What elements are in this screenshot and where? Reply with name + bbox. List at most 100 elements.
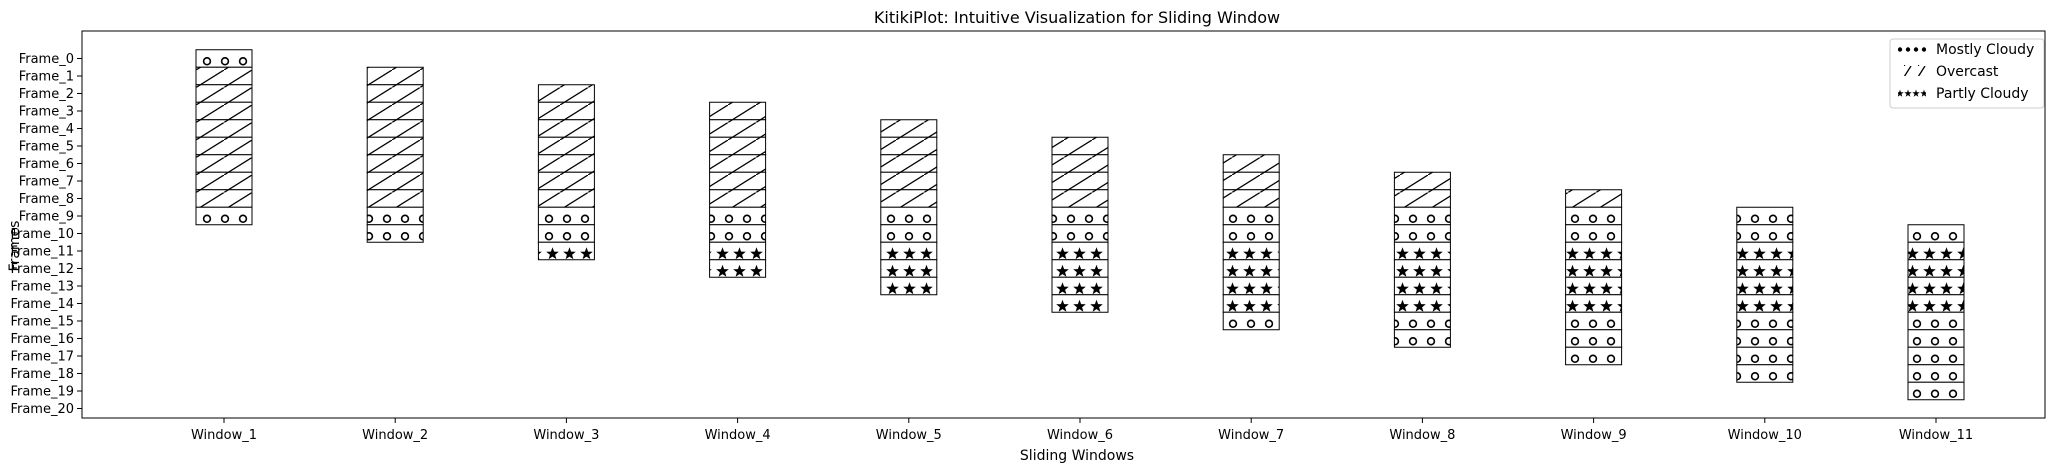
x-tick-label-window-6: Window_6	[1047, 428, 1113, 443]
x-axis-label: Sliding Windows	[1020, 448, 1134, 464]
cell-partly-cloudy	[1393, 294, 1451, 313]
y-tick-label-frame-8: Frame_8	[19, 192, 74, 207]
window-2	[366, 66, 424, 243]
cell-mostly-cloudy	[880, 206, 938, 226]
cell-partly-cloudy	[1222, 259, 1280, 278]
y-tick-label-frame-12: Frame_12	[10, 262, 74, 277]
cell-mostly-cloudy	[537, 224, 595, 243]
cell-partly-cloudy	[1907, 276, 1965, 296]
x-tick-label-window-2: Window_2	[362, 428, 428, 443]
cell-overcast	[1565, 189, 1623, 208]
cell-mostly-cloudy	[1907, 311, 1965, 331]
x-tick-label-window-8: Window_8	[1389, 428, 1455, 443]
cell-overcast	[195, 154, 253, 173]
cell-partly-cloudy	[1565, 241, 1623, 261]
cell-partly-cloudy	[1393, 259, 1451, 278]
legend: Mostly Cloudy Overcast Partly Cloudy	[1889, 38, 2045, 109]
cell-overcast	[1393, 171, 1451, 191]
cell-partly-cloudy	[1051, 259, 1109, 278]
cell-overcast	[537, 171, 595, 191]
cell-partly-cloudy	[1565, 259, 1623, 278]
y-tick-label-frame-4: Frame_4	[19, 122, 74, 137]
legend-label-overcast: Overcast	[1936, 64, 1999, 80]
y-tick-label-frame-14: Frame_14	[10, 297, 74, 312]
legend-swatch-overcast	[1898, 65, 1926, 76]
y-tick-label-frame-10: Frame_10	[10, 227, 74, 242]
window-7	[1222, 154, 1280, 331]
cell-overcast	[1222, 171, 1280, 191]
y-tick-label-frame-1: Frame_1	[19, 70, 74, 85]
cell-mostly-cloudy	[195, 49, 253, 68]
cell-mostly-cloudy	[1736, 311, 1794, 331]
cell-overcast	[709, 189, 767, 208]
x-tick-label-window-5: Window_5	[876, 428, 942, 443]
cell-overcast	[1051, 171, 1109, 191]
cell-overcast	[1051, 154, 1109, 173]
cell-mostly-cloudy	[1565, 346, 1623, 366]
cell-partly-cloudy	[880, 276, 938, 296]
cell-mostly-cloudy	[1222, 206, 1280, 226]
cell-partly-cloudy	[1907, 241, 1965, 261]
cell-overcast	[195, 171, 253, 191]
cell-mostly-cloudy	[1907, 364, 1965, 383]
cell-overcast	[1222, 189, 1280, 208]
legend-swatch-mostly-cloudy	[1898, 44, 1926, 55]
cell-mostly-cloudy	[1907, 329, 1965, 348]
cell-partly-cloudy	[880, 259, 938, 278]
cell-overcast	[537, 136, 595, 156]
legend-label-partly-cloudy: Partly Cloudy	[1936, 86, 2029, 102]
cell-mostly-cloudy	[1051, 206, 1109, 226]
cell-partly-cloudy	[1736, 294, 1794, 313]
cell-mostly-cloudy	[1736, 224, 1794, 243]
cell-overcast	[709, 119, 767, 138]
cell-overcast	[537, 154, 595, 173]
cell-mostly-cloudy	[1565, 329, 1623, 348]
cell-partly-cloudy	[1565, 294, 1623, 313]
cell-mostly-cloudy	[1222, 311, 1280, 331]
cell-overcast	[195, 119, 253, 138]
y-tick-label-frame-7: Frame_7	[19, 175, 74, 190]
legend-swatch-partly-cloudy	[1898, 87, 1926, 98]
chart-title: KitikiPlot: Intuitive Visualization for …	[874, 8, 1280, 27]
y-tick-label-frame-13: Frame_13	[10, 280, 74, 295]
window-6	[1051, 136, 1109, 313]
cell-overcast	[537, 101, 595, 121]
y-tick-label-frame-2: Frame_2	[19, 87, 74, 102]
cell-mostly-cloudy	[1736, 206, 1794, 226]
cell-partly-cloudy	[709, 241, 767, 261]
cell-overcast	[880, 136, 938, 156]
cell-mostly-cloudy	[1222, 224, 1280, 243]
cell-mostly-cloudy	[709, 224, 767, 243]
cell-partly-cloudy	[1907, 294, 1965, 313]
cell-overcast	[880, 154, 938, 173]
y-tick-label-frame-19: Frame_19	[10, 385, 74, 400]
y-tick-label-frame-9: Frame_9	[19, 210, 74, 225]
y-tick-label-frame-16: Frame_16	[10, 332, 74, 347]
cell-overcast	[537, 189, 595, 208]
x-tick-label-window-3: Window_3	[533, 428, 599, 443]
cell-mostly-cloudy	[1565, 311, 1623, 331]
x-tick-label-window-1: Window_1	[191, 428, 257, 443]
cell-overcast	[195, 84, 253, 103]
window-5	[880, 119, 938, 296]
cell-mostly-cloudy	[1907, 224, 1965, 243]
cell-partly-cloudy	[1565, 276, 1623, 296]
y-tick-label-frame-15: Frame_15	[10, 315, 74, 330]
cell-overcast	[709, 154, 767, 173]
y-tick-label-frame-0: Frame_0	[19, 52, 74, 67]
cell-overcast	[1051, 189, 1109, 208]
legend-frame	[1889, 38, 2045, 109]
y-tick-label-frame-6: Frame_6	[19, 157, 74, 172]
y-tick-label-frame-17: Frame_17	[10, 350, 74, 365]
cell-partly-cloudy	[1222, 241, 1280, 261]
x-tick-label-window-10: Window_10	[1728, 428, 1802, 443]
cell-mostly-cloudy	[1393, 224, 1451, 243]
cell-mostly-cloudy	[1051, 224, 1109, 243]
cell-overcast	[1222, 154, 1280, 173]
cell-mostly-cloudy	[1393, 206, 1451, 226]
cell-overcast	[195, 136, 253, 156]
cell-overcast	[1393, 189, 1451, 208]
cell-mostly-cloudy	[1393, 329, 1451, 348]
cell-overcast	[366, 84, 424, 103]
